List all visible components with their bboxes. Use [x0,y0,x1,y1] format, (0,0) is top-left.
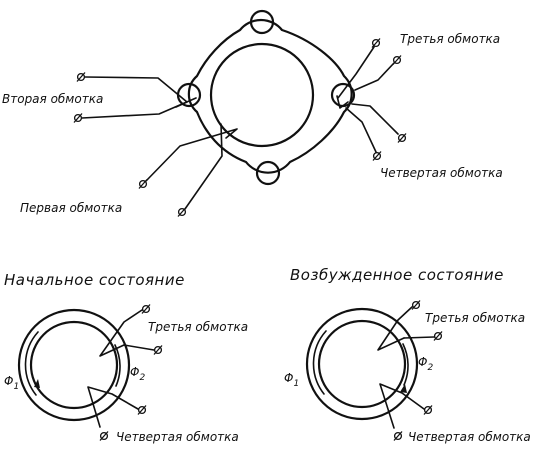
core-bottom-hole [255,160,281,186]
initial-state-title: Начальное состояние [4,271,185,289]
label-third-winding-top: Третья обмотка [400,32,500,46]
label-second-winding-top: Вторая обмотка [2,92,103,106]
core-top [176,9,356,186]
label-first-winding-top: Первая обмотка [20,201,122,215]
excited-third-winding-label: Третья обмотка [425,311,525,325]
initial-flux-2: Φ2 [130,365,145,383]
initial-fourth-winding-label: Четвертая обмотка [116,430,239,444]
third-winding-wires [336,37,402,109]
core-outline [187,18,353,174]
initial-state-core [17,303,163,442]
core-main-aperture [209,42,315,148]
excited-flux-1: Φ1 [284,371,299,389]
excited-state-title: Возбужденное состояние [290,266,504,284]
excited-fourth-winding-label: Четвертая обмотка [408,430,531,444]
label-fourth-winding-top: Четвертая обмотка [380,166,503,180]
second-winding-wires [73,71,197,124]
initial-third-winding-label: Третья обмотка [148,320,248,334]
core-top-hole [249,9,275,35]
initial-flux-1: Φ1 [4,374,19,392]
excited-flux-2: Φ2 [418,355,433,373]
fourth-winding-wires [345,103,407,162]
first-winding-wires [138,123,238,218]
excited-state-core [305,299,443,442]
